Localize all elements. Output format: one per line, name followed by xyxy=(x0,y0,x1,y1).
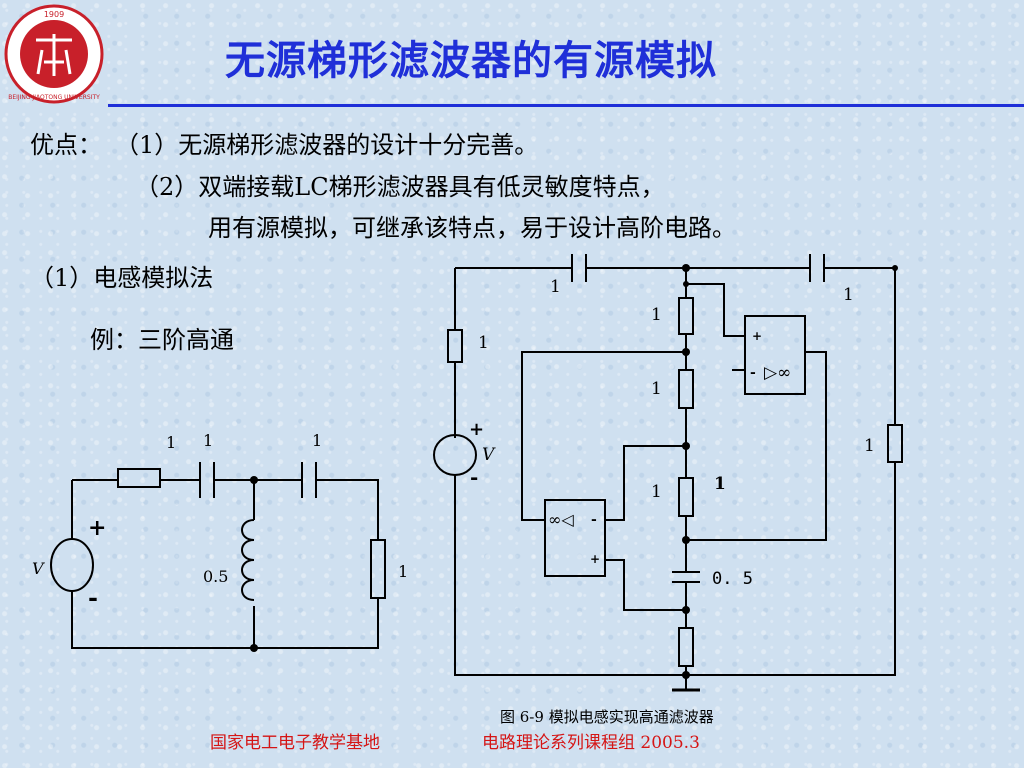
op-amp-1 xyxy=(744,315,806,395)
method-heading: （1）电感模拟法 xyxy=(30,264,214,292)
right-voltage-source xyxy=(433,434,477,476)
left-source-label: V xyxy=(32,559,45,578)
left-r-series-label: 1 xyxy=(166,433,176,452)
right-c2-label: 1 xyxy=(843,285,854,305)
chain-r1-label: 1 xyxy=(651,305,662,325)
right-capacitor-2 xyxy=(809,254,825,282)
opamp1-minus: - xyxy=(750,365,756,381)
left-capacitor-1 xyxy=(199,462,215,498)
chain-cap-label: 0. 5 xyxy=(712,569,753,589)
advantage-1: （1）无源梯形滤波器的设计十分完善。 xyxy=(115,131,539,159)
footer-left: 国家电工电子教学基地 xyxy=(210,733,380,753)
logo-emblem xyxy=(36,34,72,76)
slide-title: 无源梯形滤波器的有源模拟 xyxy=(225,37,717,84)
right-circuit xyxy=(433,254,903,692)
left-capacitor-2 xyxy=(301,462,317,498)
chain-resistor-3 xyxy=(678,477,694,517)
right-minus-label: - xyxy=(470,465,478,489)
right-r-source-label: 1 xyxy=(478,333,489,353)
right-load-resistor xyxy=(887,424,903,463)
chain-capacitor xyxy=(672,571,700,583)
footer-right: 电路理论系列课程组 2005.3 xyxy=(482,733,700,753)
left-c2-label: 1 xyxy=(312,431,322,450)
left-minus-label: - xyxy=(88,583,98,612)
opamp1-plus: + xyxy=(752,329,762,343)
left-series-resistor xyxy=(117,468,161,488)
figure-caption: 图 6-9 模拟电感实现高通滤波器 xyxy=(500,708,714,726)
left-r-load-label: 1 xyxy=(398,562,408,581)
chain-resistor-2 xyxy=(678,369,694,409)
left-plus-label: + xyxy=(88,515,106,541)
opamp2-plus: + xyxy=(590,552,600,566)
advantages-label: 优点： xyxy=(30,131,102,159)
left-inductor-label: 0.5 xyxy=(203,567,228,586)
example-label: 例：三阶高通 xyxy=(90,326,234,354)
junction-dots xyxy=(250,264,898,679)
chain-r2-label: 1 xyxy=(651,379,662,399)
advantage-3: 用有源模拟，可继承该特点，易于设计高阶电路。 xyxy=(208,214,736,242)
left-c1-label: 1 xyxy=(203,431,213,450)
university-logo: 1909 BEIJING JIAOTONG UNIVERSITY xyxy=(4,4,104,104)
opamp2-minus: - xyxy=(591,512,597,528)
chain-r3-label: 1 xyxy=(651,482,662,502)
right-source-label: V xyxy=(482,445,496,465)
opamp2-symbol: ∞◁ xyxy=(548,510,574,529)
chain-resistor-4 xyxy=(678,627,694,667)
chain-resistor-1 xyxy=(678,297,694,335)
right-capacitor-1 xyxy=(571,254,587,282)
chain-r3-bold-label: 1 xyxy=(714,474,726,494)
left-voltage-source xyxy=(50,538,94,592)
left-load-resistor xyxy=(370,539,386,599)
opamp1-symbol: ▷∞ xyxy=(764,363,791,383)
right-c1-label: 1 xyxy=(550,277,561,297)
advantage-2: （2）双端接载LC梯形滤波器具有低灵敏度特点， xyxy=(135,173,665,201)
right-source-resistor xyxy=(447,329,463,363)
title-divider xyxy=(108,104,1024,107)
right-r-load-label: 1 xyxy=(864,436,875,456)
logo-ring-text: BEIJING JIAOTONG UNIVERSITY xyxy=(8,94,100,101)
logo-year: 1909 xyxy=(44,10,64,19)
op-amp-2 xyxy=(544,499,606,577)
left-circuit xyxy=(50,462,386,649)
right-plus-label: + xyxy=(469,419,484,440)
left-inductor xyxy=(241,519,255,601)
